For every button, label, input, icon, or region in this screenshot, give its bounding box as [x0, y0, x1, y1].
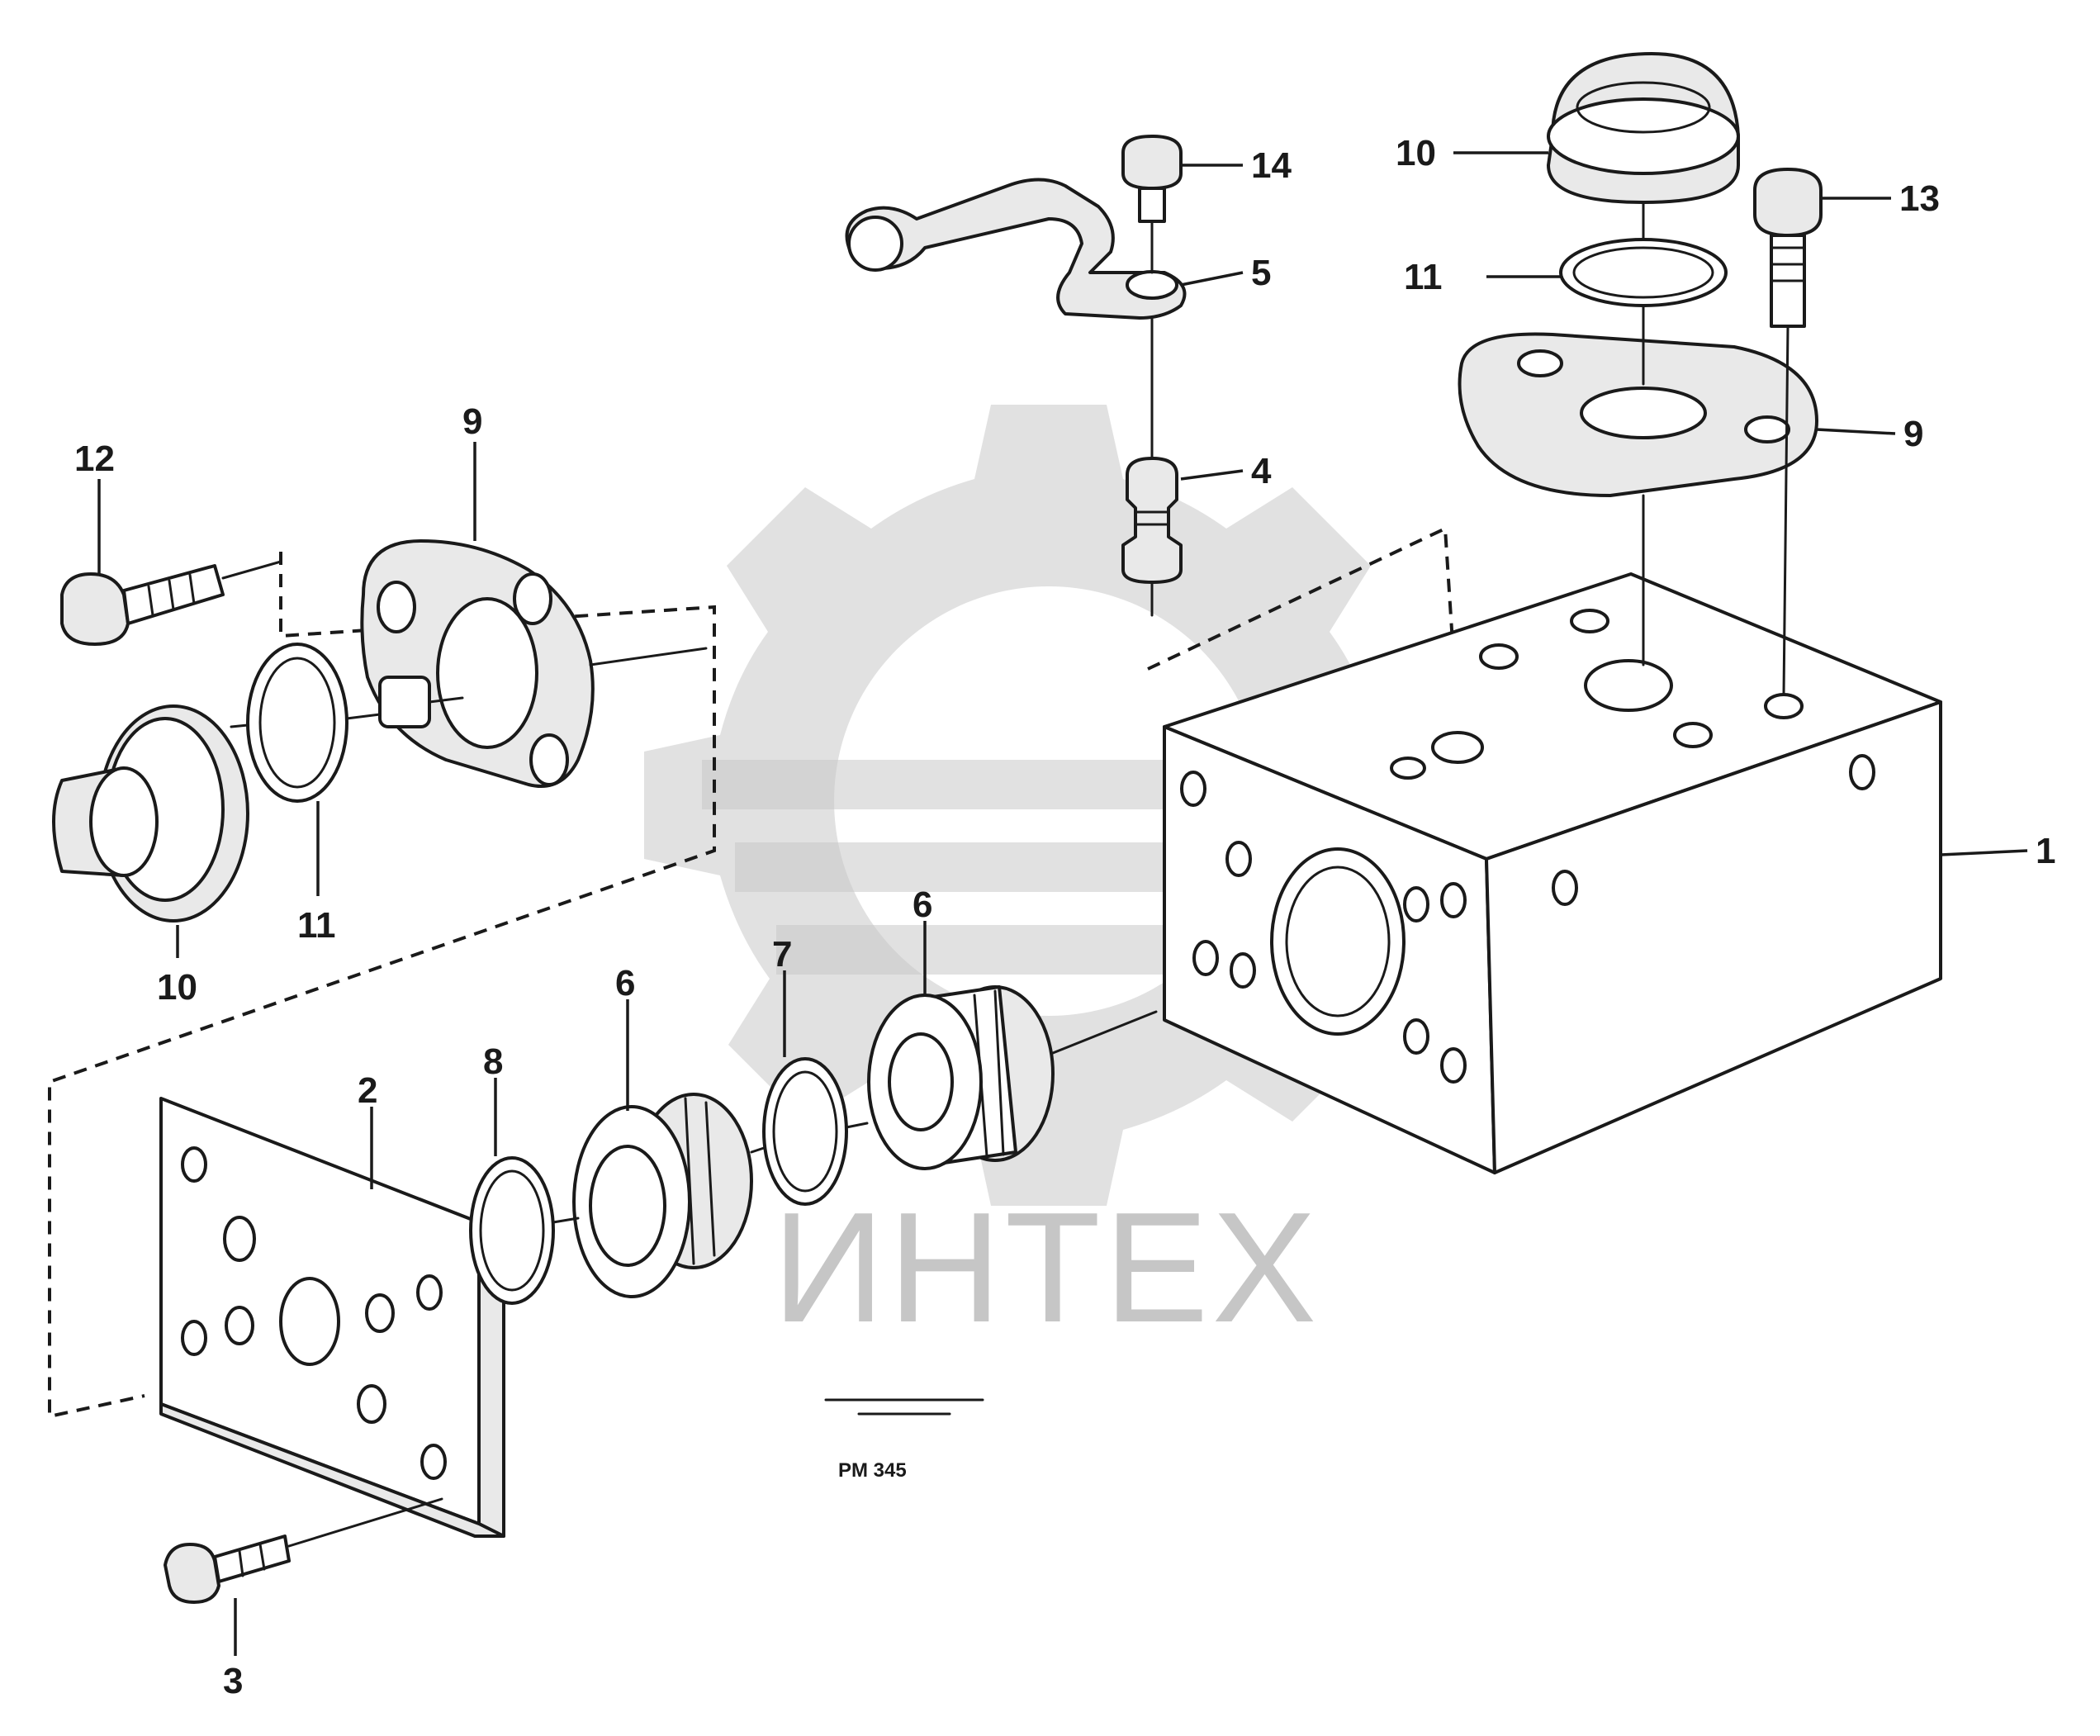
middle-o-ring: [762, 1057, 848, 1206]
top-split-flange: [1458, 332, 1818, 497]
top-o-ring: [1559, 238, 1728, 307]
cover-plate-bolt: [164, 1497, 443, 1604]
figure-reference: PM 345: [824, 1398, 984, 1482]
callout-1: 1: [2036, 831, 2055, 871]
callout-5: 5: [1251, 253, 1271, 293]
handle-lever: [845, 178, 1187, 320]
callout-11a: 11: [1404, 257, 1443, 297]
left-axis-lines: [230, 647, 708, 728]
figure-ref-text: PM 345: [838, 1459, 907, 1482]
left-flange-bolt: [60, 560, 282, 646]
callout-10a: 10: [1396, 133, 1436, 173]
callout-10b: 10: [157, 967, 197, 1008]
leader-lines: [97, 151, 2028, 1656]
cover-plate: [159, 1097, 505, 1538]
left-split-flange: [360, 539, 595, 788]
callout-6b: 6: [913, 885, 932, 925]
callout-labels: 1 2 3 4 5 6 6 7 8 9 9 10 10 11 11 12 13 …: [74, 133, 2055, 1701]
watermark-text: ИНТЕХ: [772, 1180, 1320, 1355]
top-flange-bolt: [1753, 168, 1823, 328]
callout-4: 4: [1251, 451, 1272, 491]
seal-sleeve-inner: [867, 985, 1055, 1170]
callout-13: 13: [1899, 178, 1940, 219]
assembly-guides: [48, 525, 1472, 1419]
callout-3: 3: [223, 1661, 243, 1701]
valve-stem: [1121, 457, 1183, 584]
handle-bolt: [1121, 135, 1183, 223]
callout-14: 14: [1251, 145, 1292, 186]
bottom-axis-lines: [552, 1010, 1158, 1224]
callout-12: 12: [74, 439, 115, 479]
top-port-cap: [1547, 52, 1740, 204]
callout-6a: 6: [615, 963, 635, 1003]
callout-11b: 11: [297, 905, 336, 946]
callout-7: 7: [772, 934, 792, 975]
callout-2: 2: [358, 1070, 377, 1111]
small-o-ring: [469, 1156, 555, 1305]
callout-9a: 9: [1903, 414, 1923, 454]
seal-sleeve-outer: [572, 1093, 753, 1298]
callout-8: 8: [483, 1041, 503, 1082]
left-port-cap: [52, 704, 249, 923]
top-axis-lines: [1642, 201, 1790, 695]
left-o-ring: [246, 643, 348, 803]
callout-9b: 9: [462, 401, 482, 442]
valve-housing-block: [1163, 572, 1942, 1174]
